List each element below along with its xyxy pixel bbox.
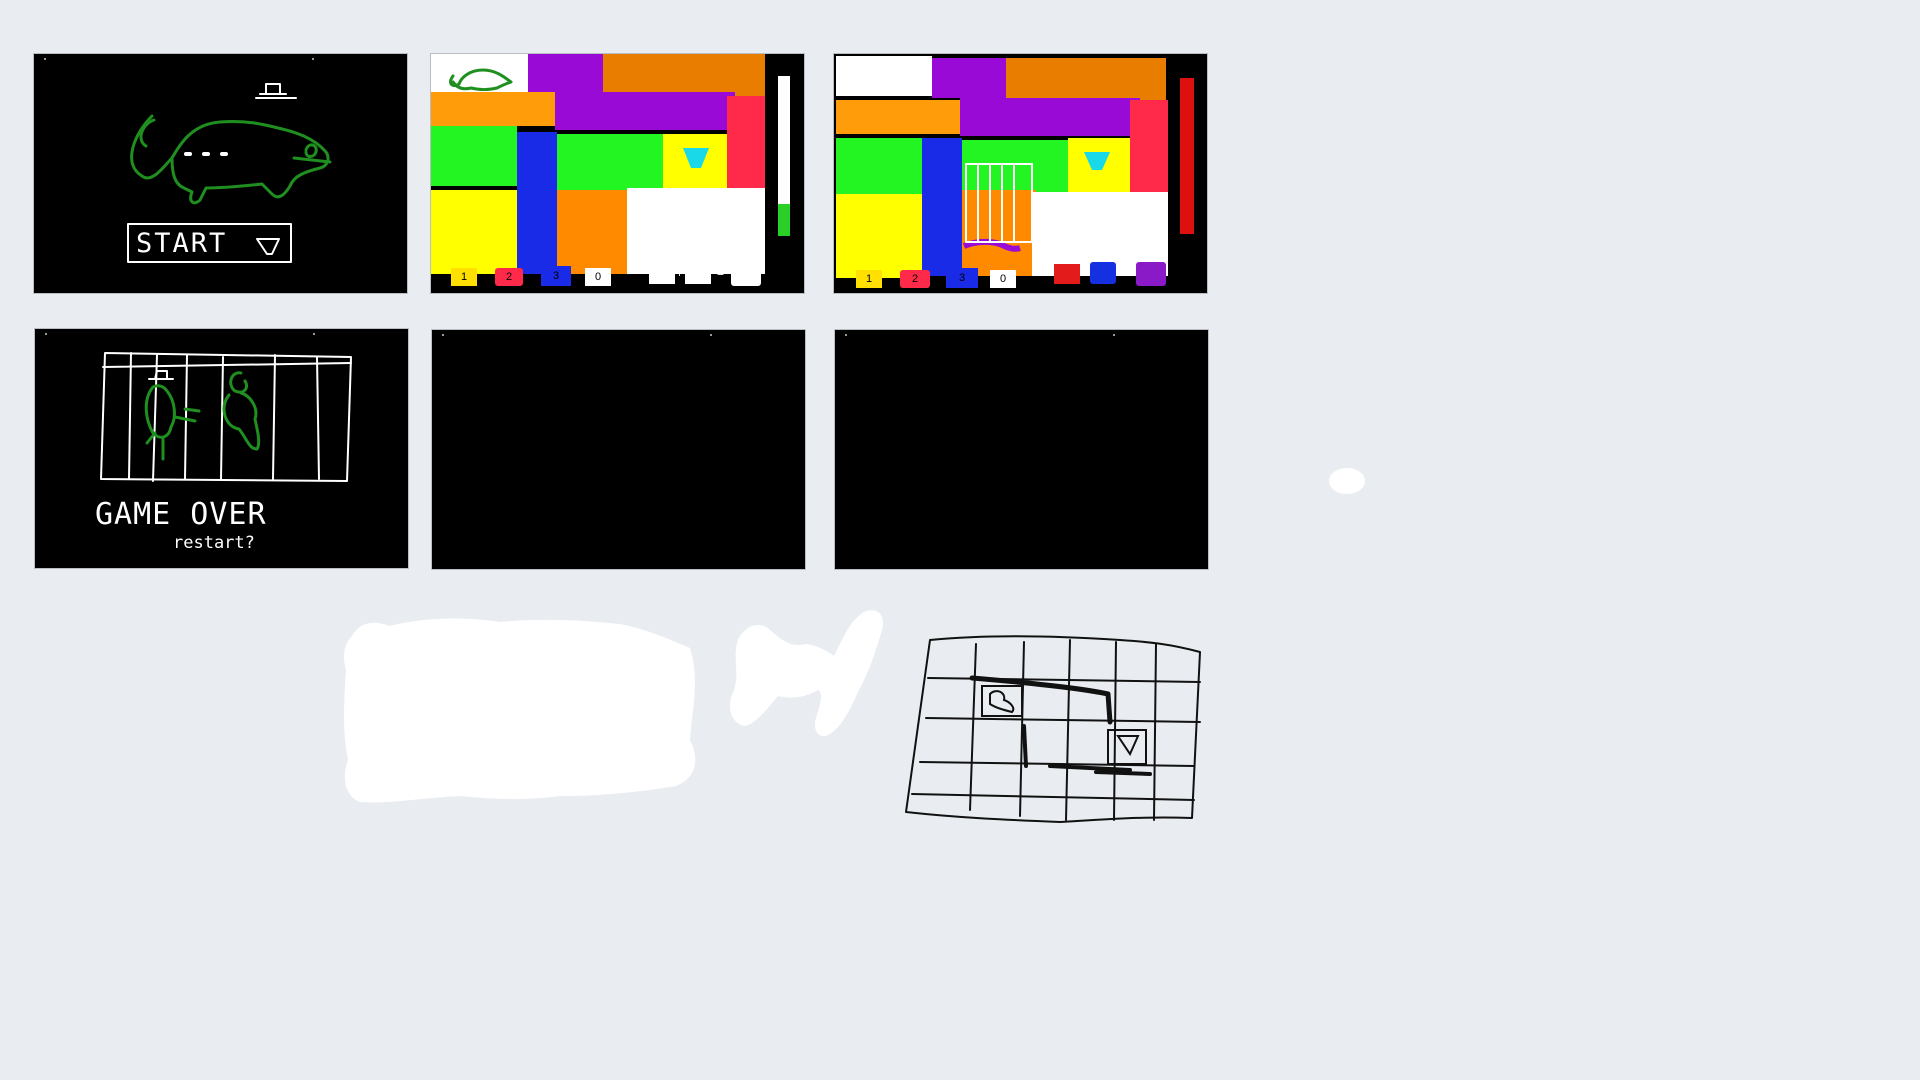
key-label: 3 bbox=[552, 270, 560, 282]
level-two-frame: 1 2 3 0 + = bbox=[833, 53, 1208, 294]
pin-mark bbox=[312, 58, 314, 60]
start-button-outline bbox=[127, 223, 292, 263]
mix-slot-a bbox=[649, 264, 675, 284]
mix-result bbox=[731, 262, 761, 286]
key-red[interactable]: 2 bbox=[900, 270, 930, 288]
mix-slot-b bbox=[1090, 262, 1116, 284]
mix-equals: = bbox=[1122, 266, 1130, 280]
start-button[interactable]: START bbox=[130, 226, 256, 260]
chameleon-portrait-panel bbox=[431, 54, 528, 92]
key-yellow[interactable]: 1 bbox=[856, 270, 882, 288]
key-red[interactable]: 2 bbox=[495, 268, 523, 286]
pin-mark bbox=[442, 334, 444, 336]
mix-plus: + bbox=[1081, 266, 1089, 280]
start-screen-art bbox=[127, 83, 332, 263]
mix-result bbox=[1136, 262, 1166, 286]
energy-meter-fill bbox=[778, 204, 790, 236]
gem-icon bbox=[256, 238, 280, 255]
restart-link[interactable]: restart? bbox=[173, 533, 255, 553]
gem-icon bbox=[683, 148, 709, 168]
key-label: 0 bbox=[594, 271, 602, 283]
key-white[interactable]: 0 bbox=[585, 268, 611, 286]
pin-mark bbox=[1113, 334, 1115, 336]
chameleon-marker-icon bbox=[981, 685, 1023, 717]
mix-equation: + = bbox=[1054, 262, 1184, 288]
mix-slot-b bbox=[685, 262, 711, 284]
key-label: 1 bbox=[865, 273, 873, 285]
key-blue[interactable]: 3 bbox=[946, 268, 978, 288]
key-label: 0 bbox=[999, 273, 1007, 285]
top-hat-icon bbox=[255, 83, 297, 99]
pin-mark bbox=[845, 334, 847, 336]
key-label: 1 bbox=[460, 271, 468, 283]
level-one-board bbox=[431, 54, 790, 274]
pin-mark bbox=[313, 333, 315, 335]
cage-icon bbox=[962, 163, 1033, 252]
chameleon-icon bbox=[130, 114, 332, 205]
gem-icon bbox=[1084, 152, 1110, 170]
pin-mark bbox=[45, 333, 47, 335]
key-row: 1 2 3 0 bbox=[451, 266, 611, 288]
game-over-title: GAME OVER bbox=[95, 497, 267, 532]
mix-equals: = bbox=[717, 266, 725, 280]
erased-note-scribble bbox=[344, 610, 884, 803]
top-hat-icon bbox=[148, 370, 174, 380]
chameleon-icon bbox=[144, 371, 261, 461]
key-white[interactable]: 0 bbox=[990, 270, 1016, 288]
start-screen-frame: START bbox=[33, 53, 408, 294]
key-label: 2 bbox=[505, 271, 513, 283]
energy-meter bbox=[778, 76, 790, 236]
game-over-frame: GAME OVER restart? bbox=[34, 328, 409, 569]
game-over-art bbox=[100, 352, 352, 482]
cage-icon bbox=[100, 352, 352, 482]
key-blue[interactable]: 3 bbox=[541, 266, 571, 286]
energy-meter-fill bbox=[1180, 78, 1194, 234]
pin-mark bbox=[44, 58, 46, 60]
key-label: 2 bbox=[911, 273, 919, 285]
gem-marker-icon bbox=[1107, 729, 1147, 765]
chameleon-icon bbox=[449, 68, 513, 91]
level-two-board bbox=[836, 56, 1194, 278]
blank-frame bbox=[834, 329, 1209, 570]
level-map-sketch bbox=[905, 635, 1201, 823]
mix-slot-a bbox=[1054, 264, 1080, 284]
key-label: 3 bbox=[958, 272, 966, 284]
mix-plus: + bbox=[676, 266, 684, 280]
key-yellow[interactable]: 1 bbox=[451, 268, 477, 286]
blank-frame bbox=[431, 329, 806, 570]
white-dot-mark bbox=[1329, 468, 1365, 494]
mix-equation: + = bbox=[649, 262, 779, 288]
level-one-frame: 1 2 3 0 + = bbox=[430, 53, 805, 294]
start-button-label: START bbox=[136, 227, 228, 259]
key-row: 1 2 3 0 bbox=[856, 268, 1016, 290]
pin-mark bbox=[710, 334, 712, 336]
